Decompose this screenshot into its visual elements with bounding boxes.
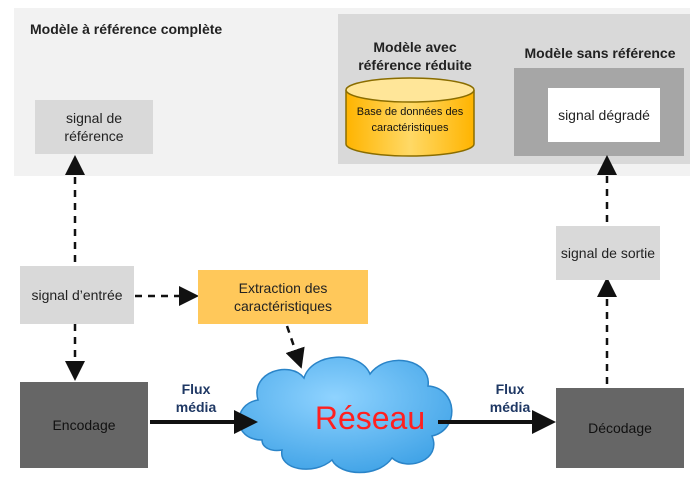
database-label: Base de données des caractéristiques [356,106,464,134]
network-label: Réseau [314,400,426,436]
flux-media-label-right: Flux média [489,381,531,415]
encoding-box: Encodage [20,382,148,468]
network-cloud-icon [238,356,453,474]
decoding-box: Décodage [556,388,684,468]
feature-extraction-box: Extraction des caractéristiques [198,270,368,324]
input-signal-box: signal d’entrée [20,266,134,324]
reduced-reference-title: Modèle avec référence réduite [358,39,472,73]
degraded-signal-box: signal dégradé [548,88,660,142]
flux-media-label-left: Flux média [175,381,217,415]
reference-signal-box: signal de référence [35,100,153,154]
output-signal-box: signal de sortie [556,226,660,280]
full-reference-title: Modèle à référence complète [30,21,223,37]
dashed-arrows [65,155,617,384]
no-reference-title: Modèle sans référence [524,45,676,61]
database-icon [345,77,475,157]
